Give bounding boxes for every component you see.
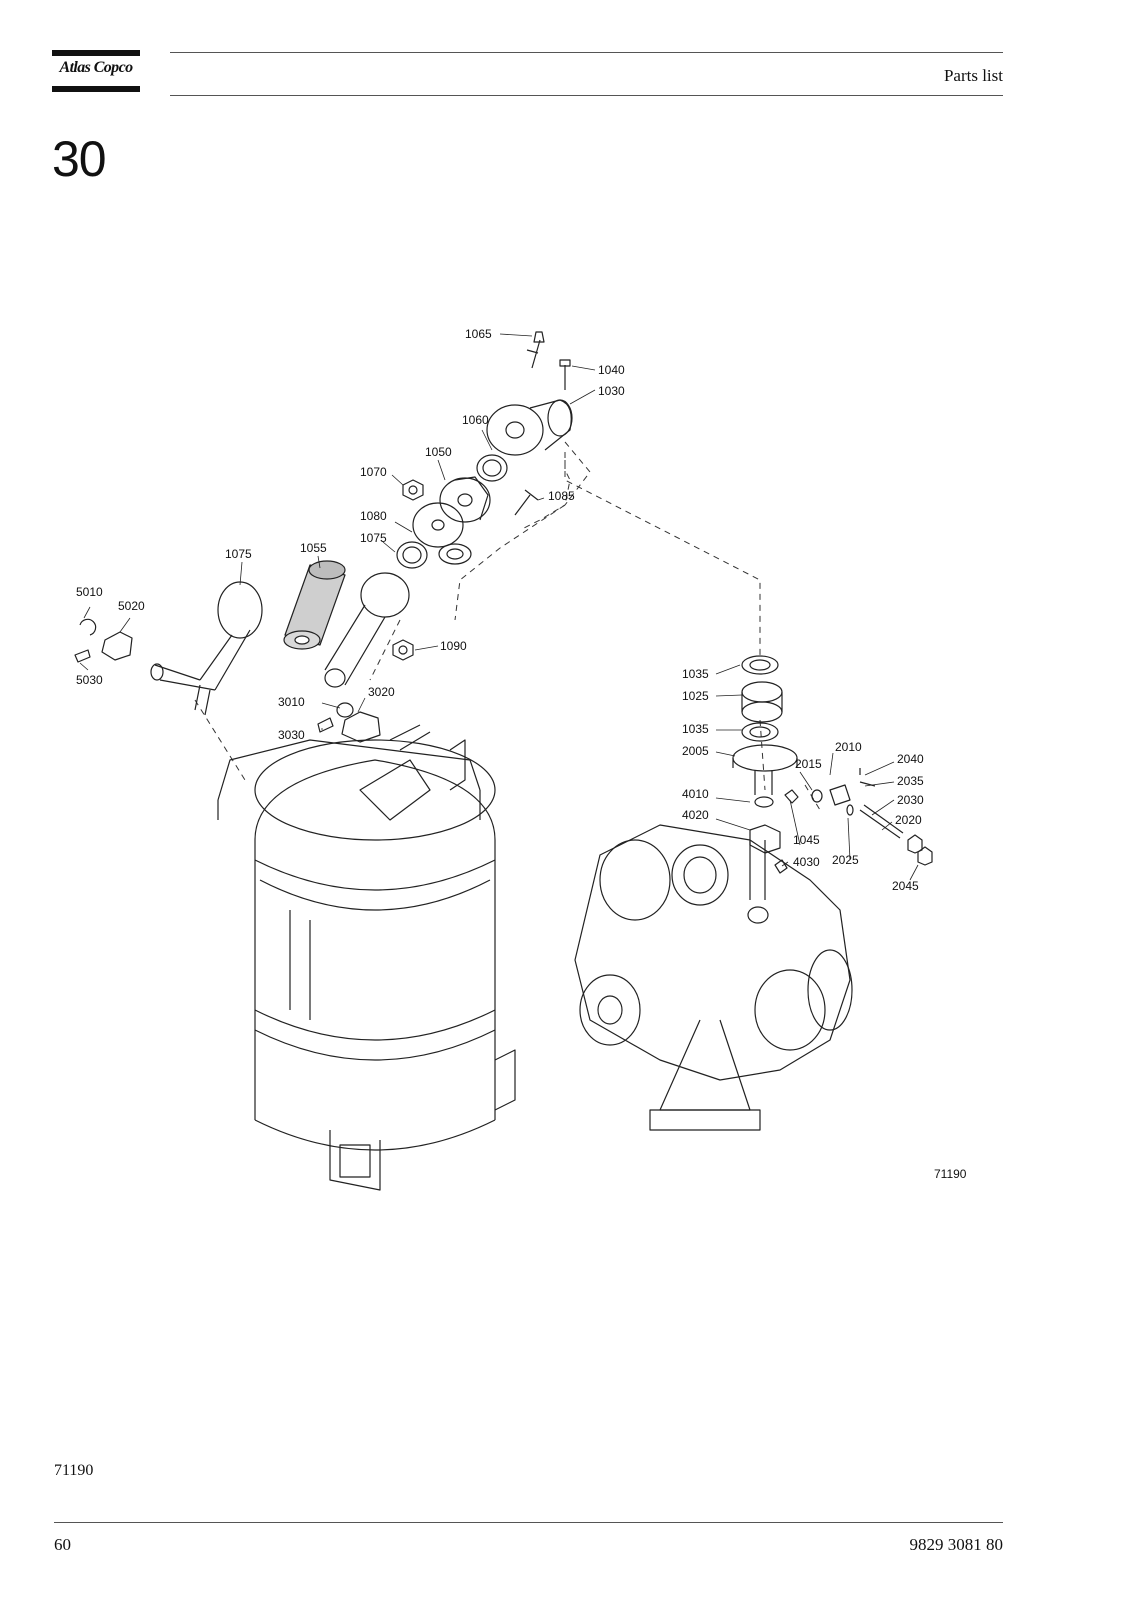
callout: 1025 (682, 689, 709, 703)
callout: 2040 (897, 752, 924, 766)
callout: 2005 (682, 744, 709, 758)
header-title: Parts list (943, 66, 1003, 85)
callout: 1075 (225, 547, 252, 561)
callout: 3020 (368, 685, 395, 699)
callout: 2015 (795, 757, 822, 771)
callout: 1050 (425, 445, 452, 459)
callout: 4020 (682, 808, 709, 822)
callout: 3010 (278, 695, 305, 709)
callout: 2010 (835, 740, 862, 754)
callout: 2035 (897, 774, 924, 788)
figure-id: 71190 (934, 1167, 967, 1181)
callout: 5010 (76, 585, 103, 599)
callout: 1030 (598, 384, 625, 398)
header-rule-top (170, 52, 1003, 53)
callout: 1080 (360, 509, 387, 523)
callout: 1060 (462, 413, 489, 427)
callout: 1070 (360, 465, 387, 479)
callout: 2030 (897, 793, 924, 807)
callout: 4030 (793, 855, 820, 869)
callout: 2020 (895, 813, 922, 827)
page-number: 60 (54, 1535, 71, 1554)
callout: 5030 (76, 673, 103, 687)
callout: 1035 (682, 722, 709, 736)
exploded-parts-drawing: 1065 1040 1030 1060 1050 1070 1085 1080 … (74, 327, 967, 1191)
callout: 1055 (300, 541, 327, 555)
callout: 5020 (118, 599, 145, 613)
callout: 3030 (278, 728, 305, 742)
callout: 1040 (598, 363, 625, 377)
document-number: 9829 3081 80 (909, 1535, 1004, 1554)
callout: 1045 (793, 833, 820, 847)
callout: 1035 (682, 667, 709, 681)
footer-rule (54, 1522, 1003, 1523)
atlas-copco-logo: Atlas Copco (52, 50, 140, 94)
callout: 4010 (682, 787, 709, 801)
callout: 2025 (832, 853, 859, 867)
header-rule-bottom (170, 95, 1003, 96)
illustration-reference: 71190 (54, 1462, 94, 1479)
callout: 1075 (360, 531, 387, 545)
callout: 2045 (892, 879, 919, 893)
section-number: 30 (52, 131, 107, 187)
callout: 1085 (548, 489, 575, 503)
callout: 1065 (465, 327, 492, 341)
callout: 1090 (440, 639, 467, 653)
brand-name: Atlas Copco (59, 59, 134, 76)
